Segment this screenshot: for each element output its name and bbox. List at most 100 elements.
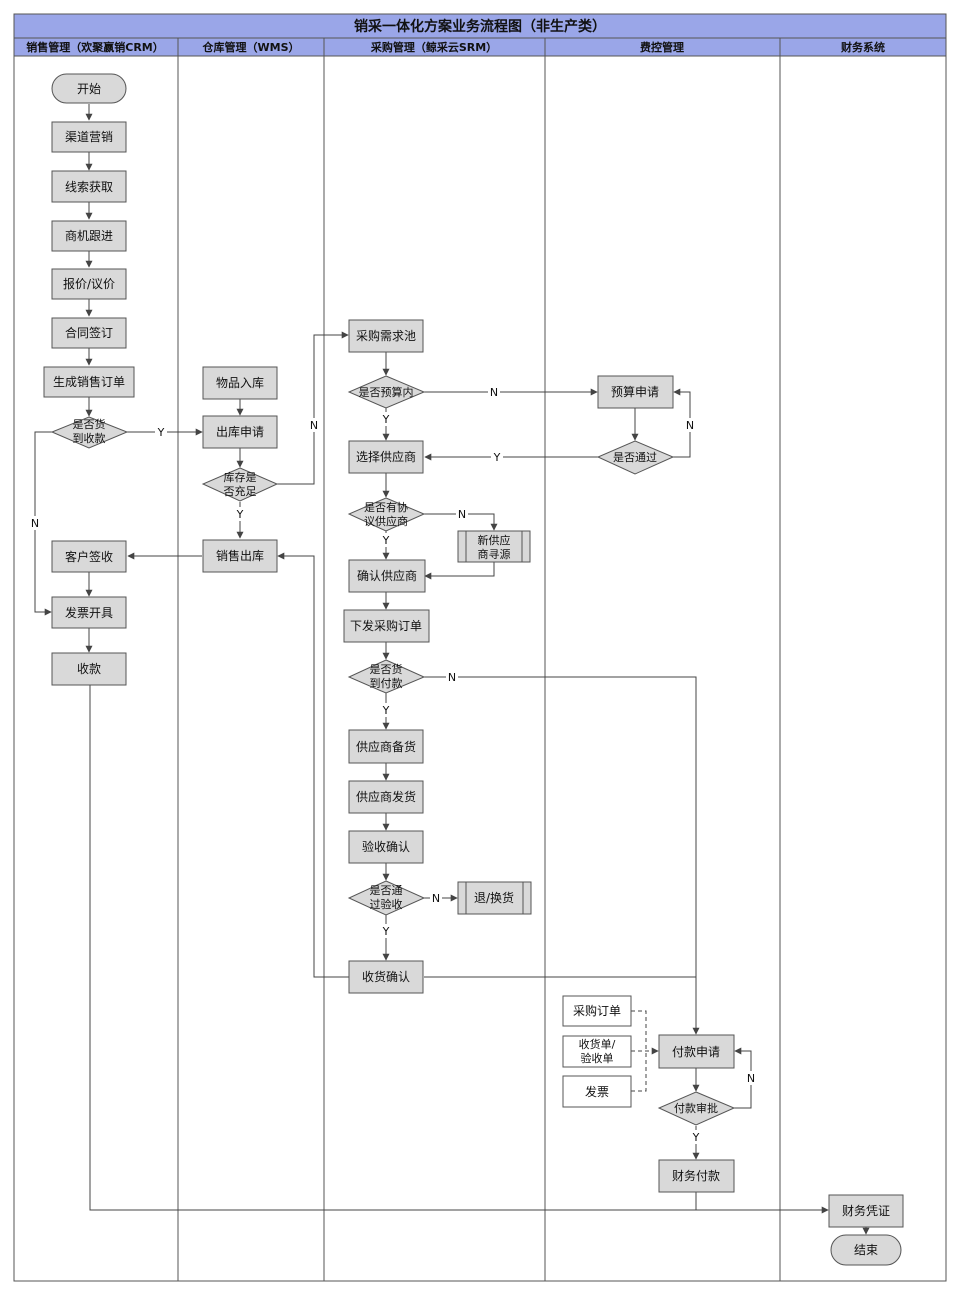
pass-inspection-decision[interactable] <box>347 880 426 916</box>
supplier-ship-label: 供应商发货 <box>356 789 416 804</box>
diagram-frame <box>13 13 947 1282</box>
end-terminator[interactable] <box>830 1234 902 1266</box>
demand-pool-step[interactable] <box>348 319 424 353</box>
budget-apply-label: 预算申请 <box>611 384 659 399</box>
pay-on-delivery-decision[interactable] <box>50 416 129 449</box>
sales-out-step[interactable] <box>202 539 278 573</box>
new-supplier-sourcing-process[interactable] <box>457 530 531 563</box>
no-label: N <box>458 508 466 521</box>
doc-receipt-label: 收货单/ <box>579 1037 616 1051</box>
stock-sufficient-label: 否充足 <box>224 484 257 498</box>
contract-step[interactable] <box>51 317 127 349</box>
stock-sufficient-label: 库存是 <box>224 470 257 484</box>
pay-on-arrival-label: 是否货 <box>370 662 403 676</box>
supplier-prep-step[interactable] <box>348 729 424 764</box>
end-label: 结束 <box>854 1243 878 1257</box>
doc-receipt[interactable] <box>562 1035 632 1068</box>
lead-acquisition-label: 线索获取 <box>65 180 113 194</box>
yes-label: Y <box>382 704 390 717</box>
payment-apply-step[interactable] <box>658 1034 735 1069</box>
no-label: N <box>686 419 694 432</box>
agreement-supplier-label: 是否有协 <box>364 500 408 514</box>
customer-sign-step[interactable] <box>51 540 127 573</box>
return-exchange-label: 退/换货 <box>474 890 514 905</box>
select-supplier-label: 选择供应商 <box>356 449 416 464</box>
voucher-step[interactable] <box>828 1194 904 1228</box>
doc-invoice[interactable] <box>562 1075 632 1108</box>
yes-label: Y <box>382 413 390 426</box>
doc-invoice-label: 发票 <box>585 1084 609 1099</box>
lane-header-finance: 财务系统 <box>840 40 885 54</box>
channel-marketing-step[interactable] <box>51 121 127 153</box>
invoice-issue-label: 发票开具 <box>65 605 113 620</box>
no-label: N <box>747 1072 755 1085</box>
start-label: 开始 <box>77 82 101 96</box>
stock-sufficient-decision[interactable] <box>201 467 279 502</box>
doc-purchase-order[interactable] <box>562 995 632 1027</box>
return-exchange-process[interactable] <box>457 881 532 915</box>
goods-in-step[interactable] <box>202 366 278 400</box>
yes-label: Y <box>382 534 390 547</box>
lead-acquisition-step[interactable] <box>51 170 127 203</box>
diagram-title: 销采一体化方案业务流程图（非生产类） <box>354 18 606 35</box>
receipt-confirm-step[interactable] <box>348 960 424 994</box>
approved-label: 是否通过 <box>613 451 657 464</box>
new-supplier-sourcing-label: 新供应 <box>478 533 511 547</box>
customer-sign-label: 客户签收 <box>65 549 113 564</box>
budget-apply-step[interactable] <box>597 375 674 409</box>
quote-step[interactable] <box>51 268 127 300</box>
pay-on-arrival-label: 到付款 <box>370 676 403 690</box>
finance-pay-step[interactable] <box>658 1159 735 1193</box>
no-label: N <box>31 517 39 530</box>
yes-label: Y <box>692 1131 700 1144</box>
payment-approve-label: 付款审批 <box>674 1101 718 1115</box>
inspection-label: 验收确认 <box>362 839 410 854</box>
opportunity-followup-label: 商机跟进 <box>65 228 113 243</box>
inspection-step[interactable] <box>348 830 424 864</box>
pass-inspection-label: 过验收 <box>370 897 403 911</box>
sales-order-label: 生成销售订单 <box>53 374 125 389</box>
connectors <box>34 104 870 1235</box>
supplier-prep-label: 供应商备货 <box>356 739 416 754</box>
supplier-ship-step[interactable] <box>348 780 424 814</box>
in-budget-decision[interactable] <box>347 375 426 409</box>
agreement-supplier-decision[interactable] <box>347 497 426 532</box>
lane-header-crm: 销售管理（欢聚嬴销CRM） <box>26 40 164 54</box>
sales-order-step[interactable] <box>43 366 135 398</box>
pay-on-arrival-decision[interactable] <box>347 659 426 694</box>
select-supplier-step[interactable] <box>348 440 424 474</box>
quote-label: 报价/议价 <box>63 276 115 291</box>
opportunity-followup-step[interactable] <box>51 220 127 252</box>
agreement-supplier-label: 议供应商 <box>364 514 408 528</box>
purchase-order-step[interactable] <box>343 609 430 643</box>
payment-approve-decision[interactable] <box>657 1091 736 1126</box>
goods-in-label: 物品入库 <box>216 375 264 390</box>
voucher-label: 财务凭证 <box>842 1203 890 1218</box>
pay-on-delivery-label: 到收款 <box>73 431 106 445</box>
outbound-apply-label: 出库申请 <box>216 424 264 439</box>
in-budget-label: 是否预算内 <box>359 385 414 399</box>
finance-pay-label: 财务付款 <box>672 1168 720 1183</box>
start-terminator[interactable] <box>51 73 127 104</box>
outbound-apply-step[interactable] <box>202 415 278 449</box>
demand-pool-label: 采购需求池 <box>356 328 416 343</box>
sales-out-label: 销售出库 <box>216 548 264 563</box>
confirm-supplier-step[interactable] <box>348 559 426 593</box>
approved-decision[interactable] <box>596 440 675 475</box>
contract-label: 合同签订 <box>65 325 113 340</box>
lane-header-srm: 采购管理（鲸采云SRM） <box>370 40 497 54</box>
collection-step[interactable] <box>51 652 127 686</box>
collection-label: 收款 <box>77 662 101 676</box>
doc-purchase-order-label: 采购订单 <box>573 1003 621 1018</box>
yes-label: Y <box>157 426 165 439</box>
yes-label: Y <box>382 925 390 938</box>
doc-receipt-label: 验收单 <box>581 1051 614 1065</box>
receipt-confirm-label: 收货确认 <box>362 969 410 984</box>
payment-apply-label: 付款申请 <box>672 1045 720 1059</box>
yes-label: Y <box>236 508 244 521</box>
invoice-issue-step[interactable] <box>51 596 127 629</box>
lane-header-fee: 费控管理 <box>640 40 684 54</box>
no-label: N <box>448 671 456 684</box>
purchase-order-label: 下发采购订单 <box>350 618 422 633</box>
